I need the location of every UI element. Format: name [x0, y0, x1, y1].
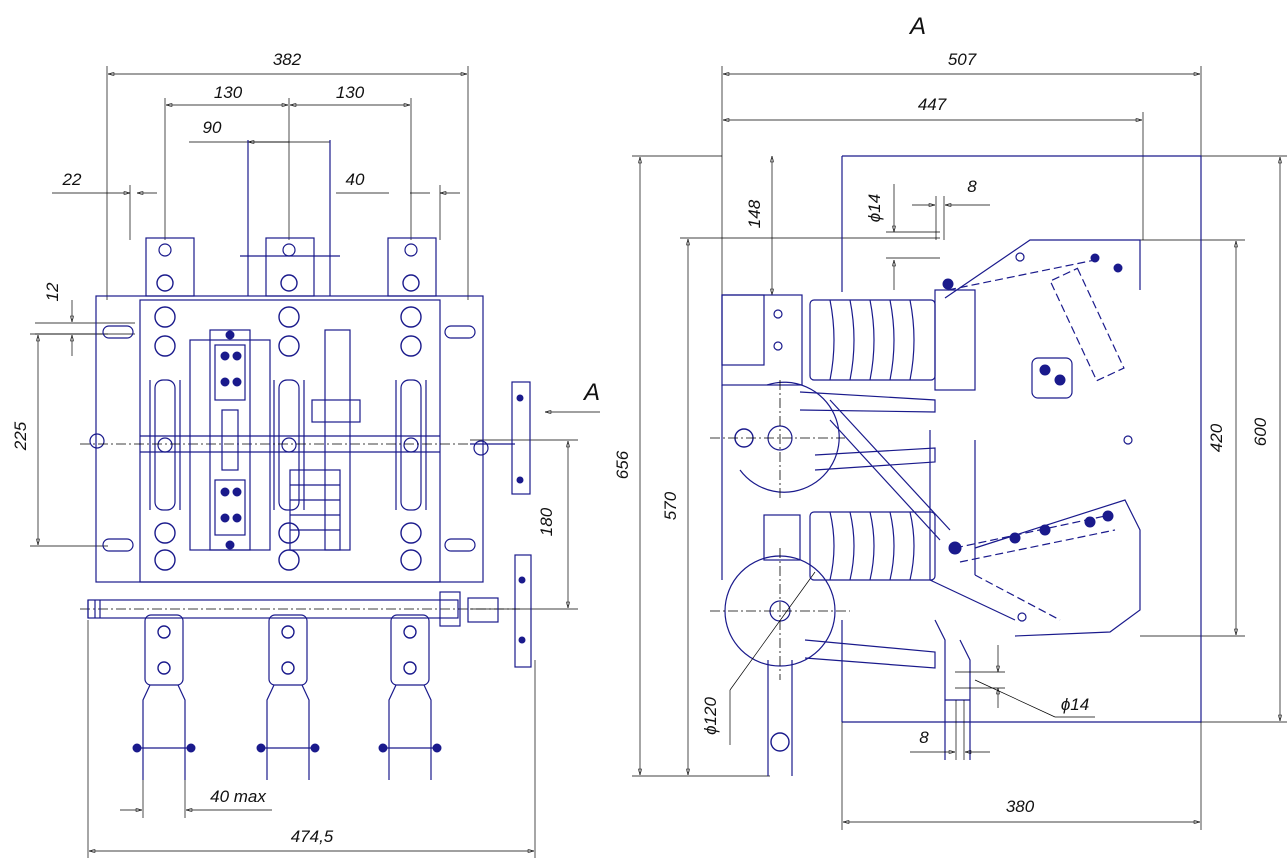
dim-d120: ϕ120	[701, 571, 816, 745]
view-a-label: A	[908, 13, 926, 40]
mount-slot	[444, 538, 476, 552]
dim-d120-label: ϕ120	[701, 697, 720, 735]
dim-380-label: 380	[1006, 797, 1035, 816]
side-hole	[473, 440, 489, 456]
dim-8-top-label: 8	[967, 177, 977, 196]
dim-380: 380	[841, 722, 1202, 830]
dim-8-bottom: 8	[910, 700, 990, 760]
top-brackets	[145, 140, 437, 297]
dim-225: 225	[11, 333, 108, 547]
side-view: A 507 447 148 ϕ14	[613, 13, 1287, 830]
inner-frame	[139, 299, 441, 583]
lower-terminals	[132, 614, 442, 780]
dim-90-label: 90	[203, 118, 222, 137]
dim-507: 507	[721, 50, 1202, 300]
dim-447-label: 447	[918, 95, 947, 114]
side-lever	[470, 381, 532, 668]
dim-12-label: 12	[43, 282, 62, 301]
dim-d14-bottom-label: ϕ14	[1061, 695, 1089, 714]
dim-507-label: 507	[948, 50, 977, 69]
dim-130-left-label: 130	[214, 83, 243, 102]
dim-d14-bottom: ϕ14	[955, 645, 1095, 718]
upper-insulator	[809, 278, 976, 391]
mount-slot	[444, 325, 476, 339]
insulator-holes	[154, 306, 422, 571]
upper-disc	[710, 380, 845, 500]
blade-assemblies	[149, 379, 427, 511]
dim-420-label: 420	[1207, 423, 1226, 452]
dim-382-label: 382	[273, 50, 302, 69]
dim-148: 148	[745, 155, 775, 296]
lower-insulator	[809, 511, 962, 581]
dim-600-label: 600	[1251, 417, 1270, 446]
dim-180-label: 180	[537, 507, 556, 536]
dim-90: 90	[189, 118, 330, 145]
dim-382: 382	[106, 50, 469, 300]
dim-656: 656	[613, 155, 770, 777]
dim-130-right-label: 130	[336, 83, 365, 102]
vertical-post	[721, 294, 803, 776]
dim-600: 600	[1201, 155, 1287, 723]
dim-40: 40	[336, 170, 460, 240]
upper-knife	[1031, 253, 1125, 399]
dim-8-bottom-label: 8	[919, 728, 929, 747]
dim-570: 570	[661, 237, 940, 776]
dim-22: 22	[52, 170, 157, 240]
mount-slot	[102, 538, 134, 552]
dim-8-top: 8	[912, 177, 990, 240]
drive-mechanism	[189, 329, 361, 551]
dim-40-max: 40 max	[120, 780, 272, 818]
lower-contact-plate	[954, 435, 1141, 637]
dim-570-label: 570	[661, 491, 680, 520]
lower-shaft	[80, 591, 520, 627]
dim-130-pair: 130 130	[164, 83, 412, 240]
dim-656-label: 656	[613, 450, 632, 479]
section-arrow-a: A	[544, 379, 600, 415]
dim-12: 12	[35, 282, 135, 356]
dim-180: 180	[470, 439, 578, 610]
dim-40-max-label: 40 max	[210, 787, 266, 806]
support-arms	[799, 391, 1016, 669]
dim-447: 447	[722, 95, 1144, 240]
mount-slot	[102, 325, 134, 339]
dim-d14-top: ϕ14	[865, 184, 940, 290]
front-view: 382 130 130 90 22	[11, 50, 600, 858]
side-hole	[89, 433, 105, 449]
lower-bracket	[934, 619, 971, 760]
dim-148-label: 148	[745, 199, 764, 228]
dim-474-label: 474,5	[291, 827, 334, 846]
dim-22-label: 22	[62, 170, 82, 189]
upper-contact-plate	[944, 239, 1141, 299]
dim-225-label: 225	[11, 421, 30, 451]
dim-d14-top-label: ϕ14	[865, 194, 884, 222]
dim-40-label: 40	[346, 170, 365, 189]
side-base-plate	[841, 155, 1202, 723]
dim-420: 420	[1140, 239, 1245, 637]
lower-disc	[710, 548, 850, 680]
dim-474: 474,5	[87, 620, 536, 858]
section-arrow-label: A	[582, 379, 600, 406]
